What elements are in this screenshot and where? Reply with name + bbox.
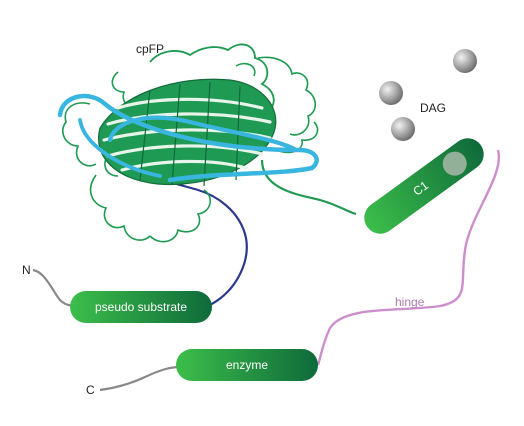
c1-domain: C1 [364, 138, 484, 234]
dag-molecule-icon [453, 49, 477, 73]
dag-molecule-icon [391, 117, 415, 141]
bound-dag-molecule-icon [442, 151, 467, 176]
n-terminus-label: N [22, 263, 31, 277]
enzyme-domain: enzyme [176, 349, 318, 381]
n-terminal-linker [32, 268, 79, 307]
cpfp-protein-structure [57, 43, 319, 243]
enzyme-label: enzyme [226, 358, 268, 372]
pseudo-substrate-label: pseudo substrate [95, 300, 187, 314]
c1-linker [260, 159, 357, 216]
pseudo-substrate-domain: pseudo substrate [70, 291, 212, 323]
c-terminal-linker [99, 365, 181, 392]
hinge-linker [316, 149, 501, 366]
hinge-label: hinge [395, 295, 425, 309]
dag-molecule-icon [379, 81, 403, 105]
c-terminus-label: C [86, 383, 95, 397]
dag-label: DAG [420, 101, 447, 115]
cpfp-label: cpFP [136, 42, 165, 56]
